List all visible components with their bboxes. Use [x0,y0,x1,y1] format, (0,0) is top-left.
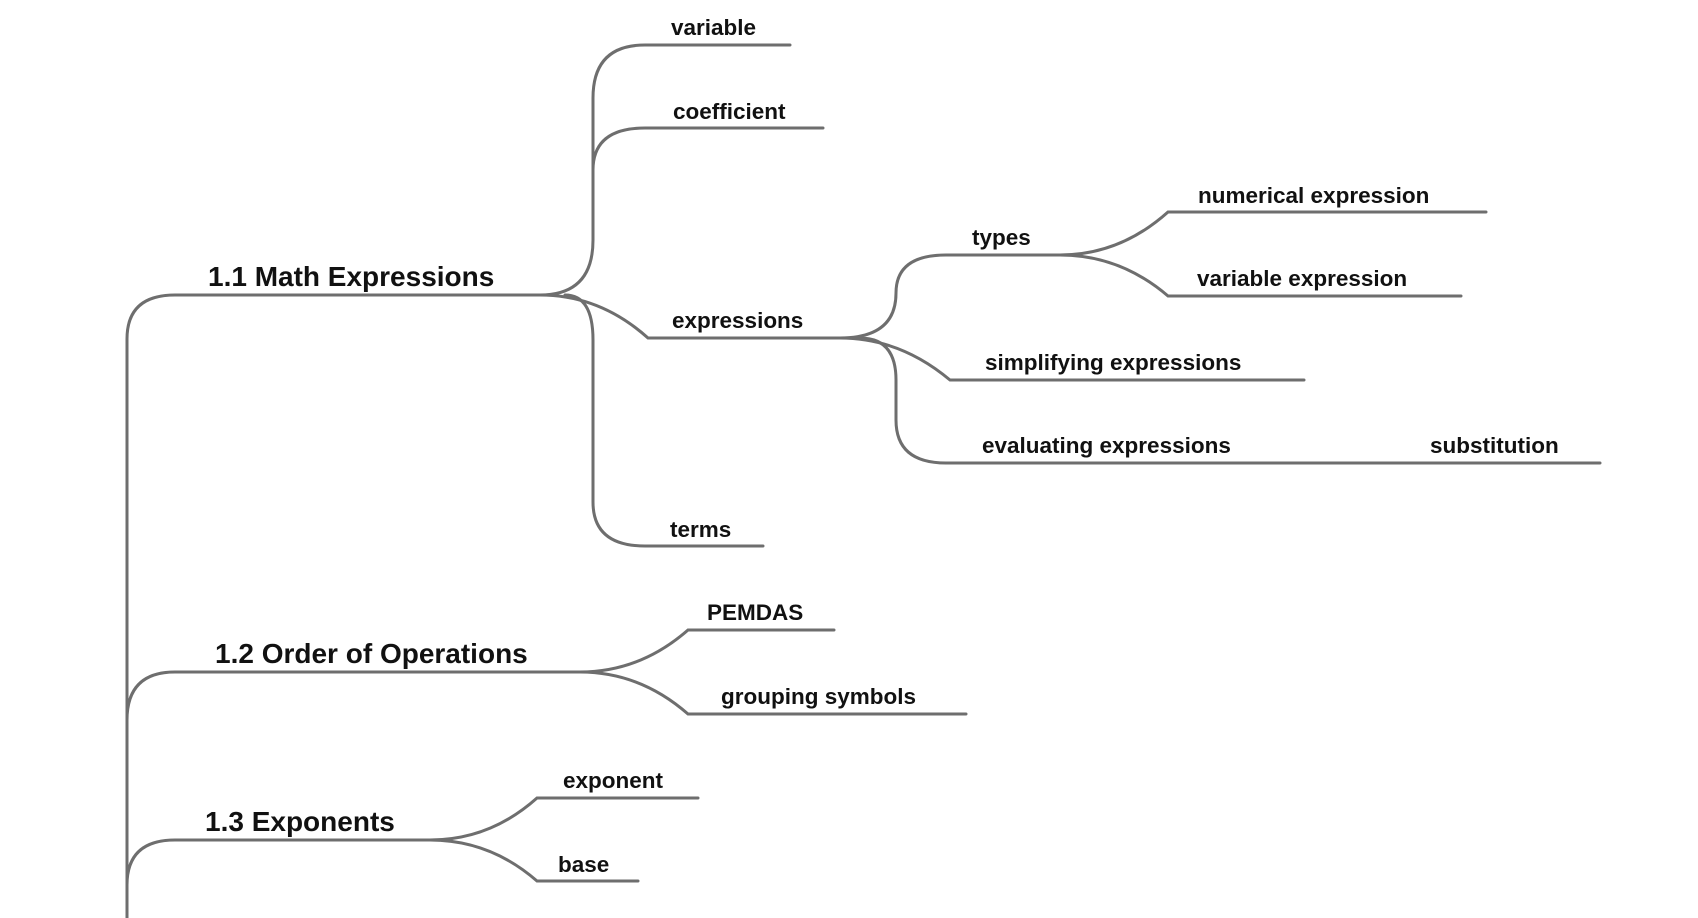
connector-base [428,838,640,883]
connector-expressions [538,293,842,340]
connector-exponent [428,796,700,842]
connector-types [838,253,1062,340]
connector-coefficient [591,126,825,172]
connector-numerical-expression [1058,210,1488,257]
node-evaluating-expressions[interactable]: evaluating expressions [982,433,1231,458]
connector-terms [563,293,765,548]
node-types[interactable]: types [972,225,1031,250]
node-numerical-expression[interactable]: numerical expression [1198,183,1430,208]
node-pemdas[interactable]: PEMDAS [707,600,804,625]
trunk-connector [125,293,177,918]
connector-simplifying-expressions [838,336,1306,382]
node-variable-expression[interactable]: variable expression [1197,266,1408,291]
node-variable[interactable]: variable [671,15,757,40]
connector-variable-expression [1058,253,1463,298]
spine-math-expressions [538,43,792,297]
node-coefficient[interactable]: coefficient [673,99,786,124]
node-substitution[interactable]: substitution [1430,433,1559,458]
node-terms[interactable]: terms [670,517,732,542]
node-simplifying-expressions[interactable]: simplifying expressions [985,350,1242,375]
topic-math-expressions[interactable]: 1.1 Math Expressions [208,261,495,292]
topic-order-of-operations[interactable]: 1.2 Order of Operations [215,638,528,669]
node-exponent[interactable]: exponent [563,768,664,793]
connector-topic-1-2 [125,670,177,722]
node-base[interactable]: base [558,852,610,877]
node-grouping-symbols[interactable]: grouping symbols [721,684,917,709]
connector-topic-1-3 [125,838,177,887]
connector-grouping-symbols [578,670,968,716]
topic-exponents[interactable]: 1.3 Exponents [205,806,395,837]
connector-evaluating-expressions [858,336,1602,465]
connector-pemdas [578,628,836,674]
node-expressions[interactable]: expressions [672,308,804,333]
